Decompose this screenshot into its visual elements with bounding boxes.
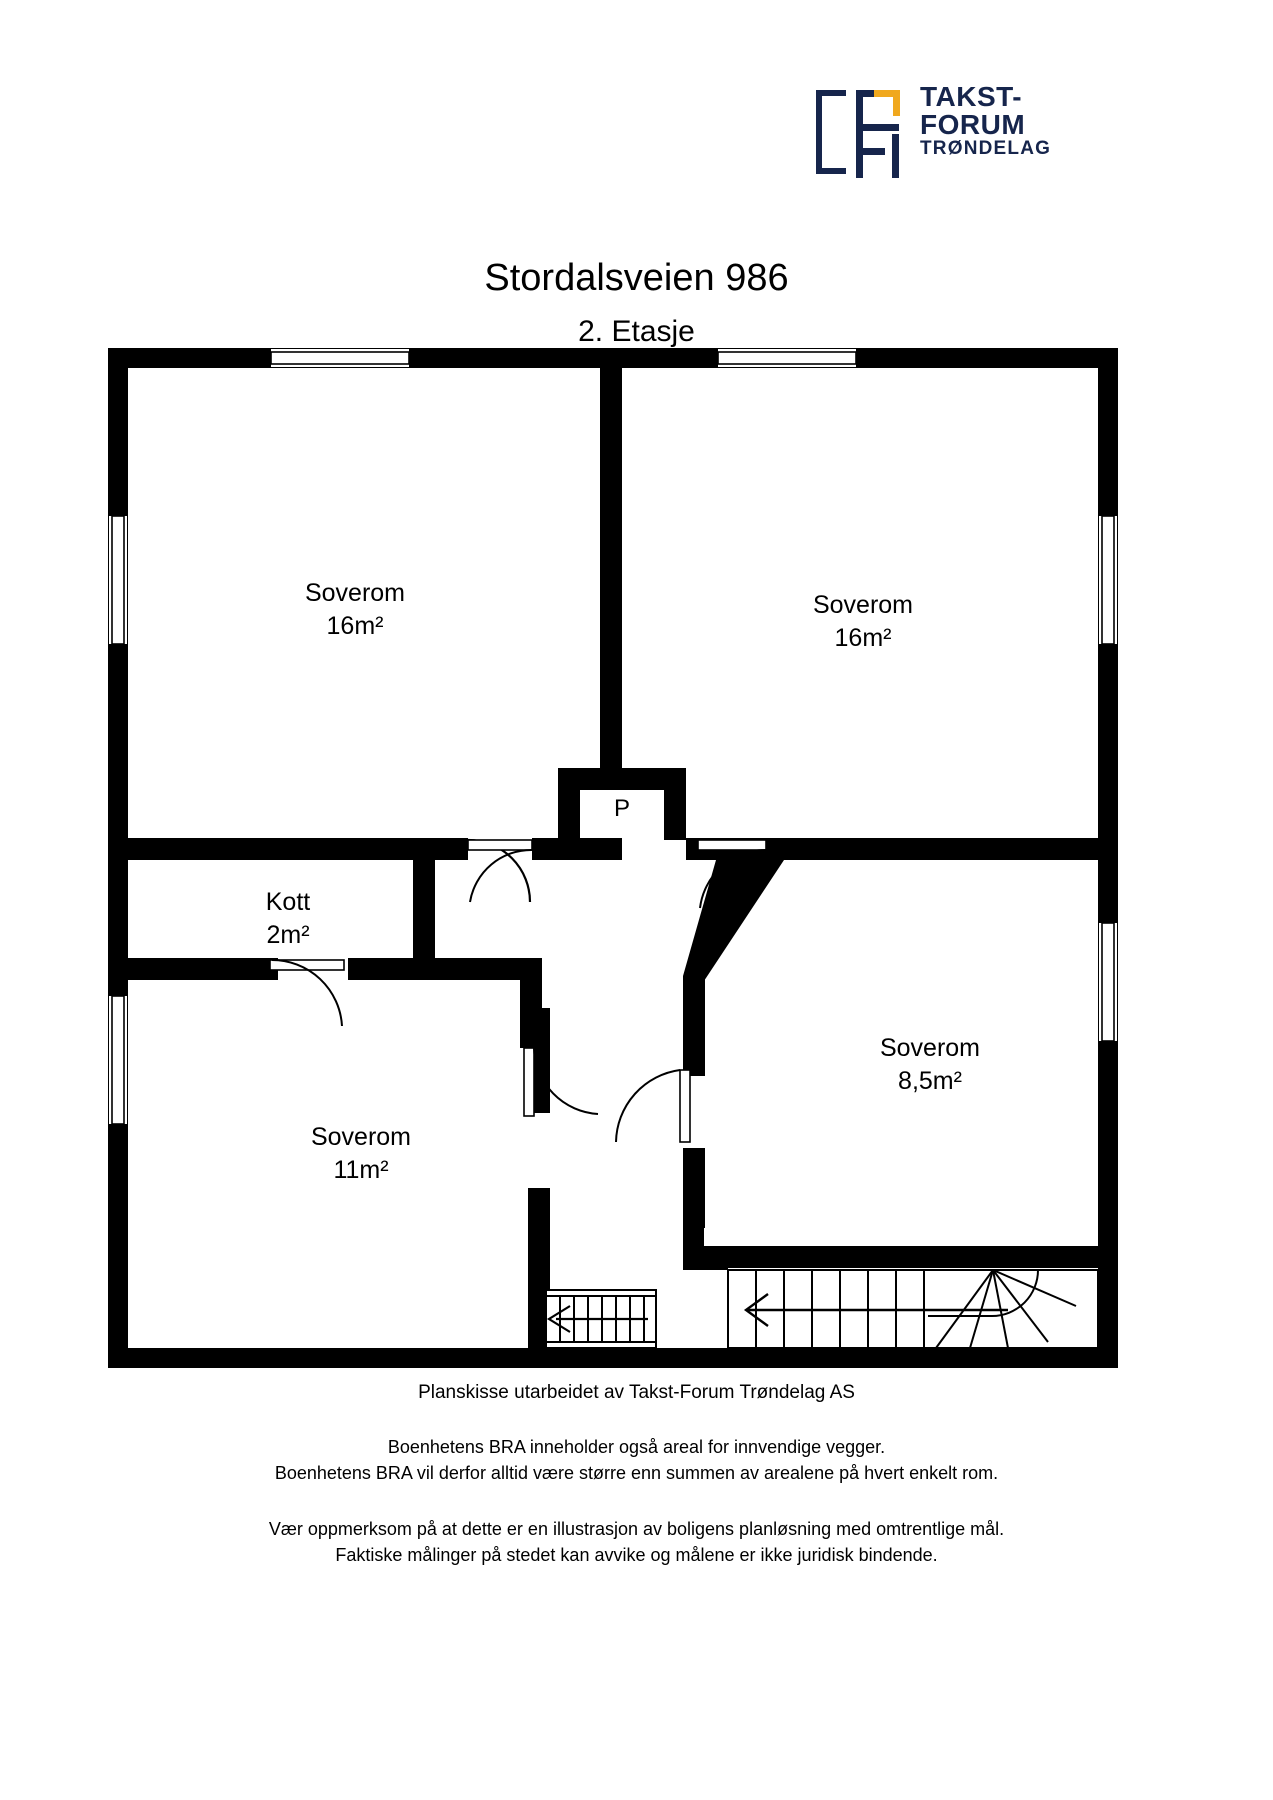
- logo-text-line-3: TRØNDELAG: [920, 138, 1052, 159]
- staircase-main: [727, 1269, 1099, 1349]
- room-name-soverom-se: Soverom: [880, 1034, 980, 1062]
- room-name-soverom-nw: Soverom: [305, 579, 405, 607]
- room-area-soverom-sw: 11m²: [333, 1156, 388, 1184]
- logo-text-line-2: FORUM: [920, 109, 1026, 140]
- takst-forum-logo-mark: [816, 90, 900, 178]
- logo-wordmark: TAKST- FORUM TRØNDELAG: [920, 81, 1052, 159]
- footer: Planskisse utarbeidet av Takst-Forum Trø…: [0, 1382, 1273, 1598]
- logo-text-line-1: TAKST-: [920, 81, 1023, 112]
- room-area-kott: 2m²: [266, 921, 309, 949]
- room-name-soverom-sw: Soverom: [311, 1123, 411, 1151]
- staircase-secondary: [545, 1289, 657, 1349]
- floorplan: Soverom 16m² Soverom 16m² Kott 2m² Sover…: [108, 348, 1118, 1368]
- footer-note-line-1: Vær oppmerksom på at dette er en illustr…: [268, 1519, 1005, 1540]
- footer-note-line-2: Faktiske målinger på stedet kan avvike o…: [335, 1545, 938, 1566]
- page-subtitle: 2. Etasje: [578, 314, 695, 348]
- floorplan-drawing: Soverom 16m² Soverom 16m² Kott 2m² Sover…: [108, 348, 1118, 1368]
- room-labels: Soverom 16m² Soverom 16m² Kott 2m² Sover…: [266, 579, 980, 1184]
- room-name-kott: Kott: [266, 888, 311, 916]
- doors: [269, 838, 767, 1143]
- windows: [109, 349, 1117, 1125]
- room-name-soverom-ne: Soverom: [813, 591, 913, 619]
- footer-bra-block: Boenhetens BRA inneholder også areal for…: [0, 1434, 1273, 1486]
- footer-credit: Planskisse utarbeidet av Takst-Forum Trø…: [418, 1382, 855, 1403]
- page-title: Stordalsveien 986: [484, 257, 789, 300]
- interior-walls: [128, 368, 1098, 1348]
- closet-marker-p: P: [614, 795, 630, 822]
- footer-bra-line-1: Boenhetens BRA inneholder også areal for…: [387, 1437, 886, 1457]
- room-area-soverom-nw: 16m²: [327, 612, 384, 640]
- room-area-soverom-se: 8,5m²: [898, 1067, 962, 1095]
- stair-direction-arrow: [743, 1293, 1008, 1327]
- footer-note-block: Vær oppmerksom på at dette er en illustr…: [0, 1516, 1273, 1568]
- company-logo: TAKST- FORUM TRØNDELAG: [812, 78, 1062, 190]
- footer-bra-line-2: Boenhetens BRA vil derfor alltid være st…: [274, 1463, 999, 1484]
- room-area-soverom-ne: 16m²: [835, 624, 892, 652]
